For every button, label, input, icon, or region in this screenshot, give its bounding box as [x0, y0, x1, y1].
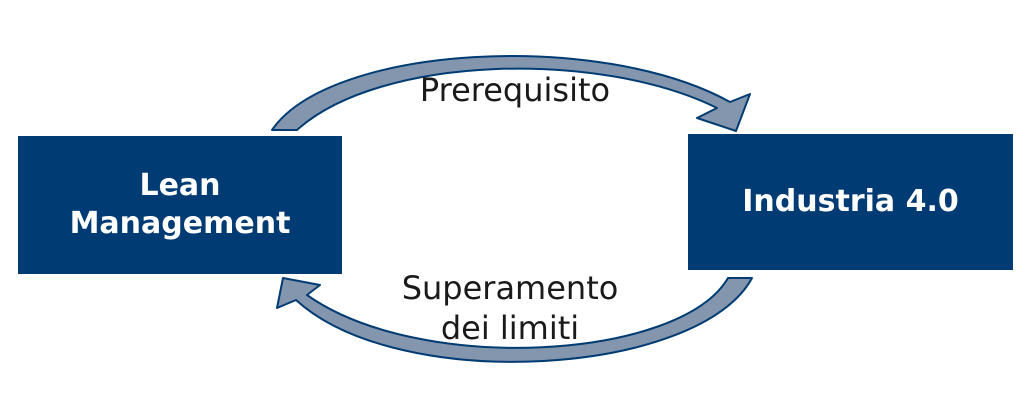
node-industria-4-0: Industria 4.0: [688, 134, 1013, 270]
edge-label-prerequisito: Prerequisito: [419, 71, 611, 109]
node-lean-management-label: Lean Management: [69, 168, 291, 241]
arrow-top-prerequisito: [271, 55, 751, 132]
node-industria-4-0-label: Industria 4.0: [742, 184, 959, 219]
edge-label-superamento: Superamento dei limiti: [401, 269, 619, 347]
arrow-bottom-superamento: [276, 277, 753, 363]
node-lean-management: Lean Management: [18, 136, 342, 274]
